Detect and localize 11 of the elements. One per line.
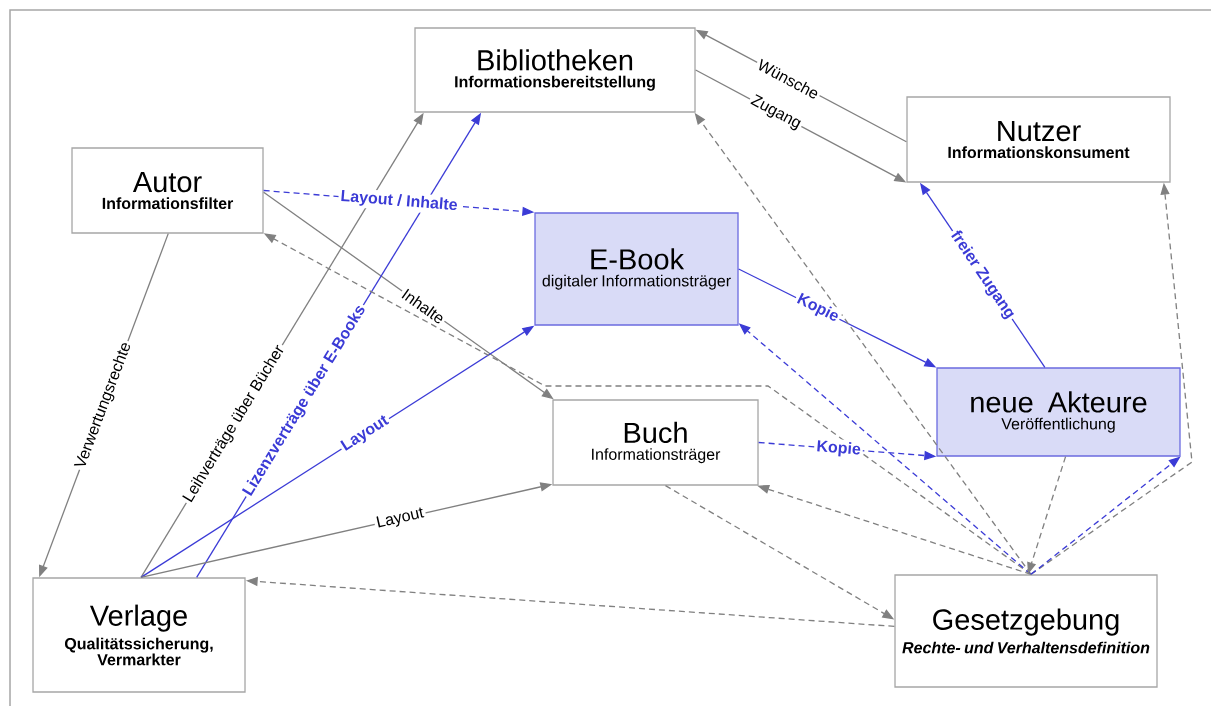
box: E-Book digitaler Informationsträger [534,212,739,326]
box: Gesetzgebung Rechte- und Verhaltensdefinition [894,574,1158,688]
box: Buch Informationsträger [552,399,759,486]
box: Nutzer Informationskonsument [906,96,1171,183]
edge-label: Layout / Inhalte [337,187,461,216]
edge-label: Kopie [813,437,864,461]
box: Bibliotheken Informationsbereitstellung [414,27,696,113]
edge-label: Layout [372,503,428,534]
box: Verlage Qualitätssicherung, Vermarkter [32,577,246,693]
box: neue Akteure Veröffentlichung [936,367,1181,457]
box: Autor Informationsfilter [71,147,264,234]
